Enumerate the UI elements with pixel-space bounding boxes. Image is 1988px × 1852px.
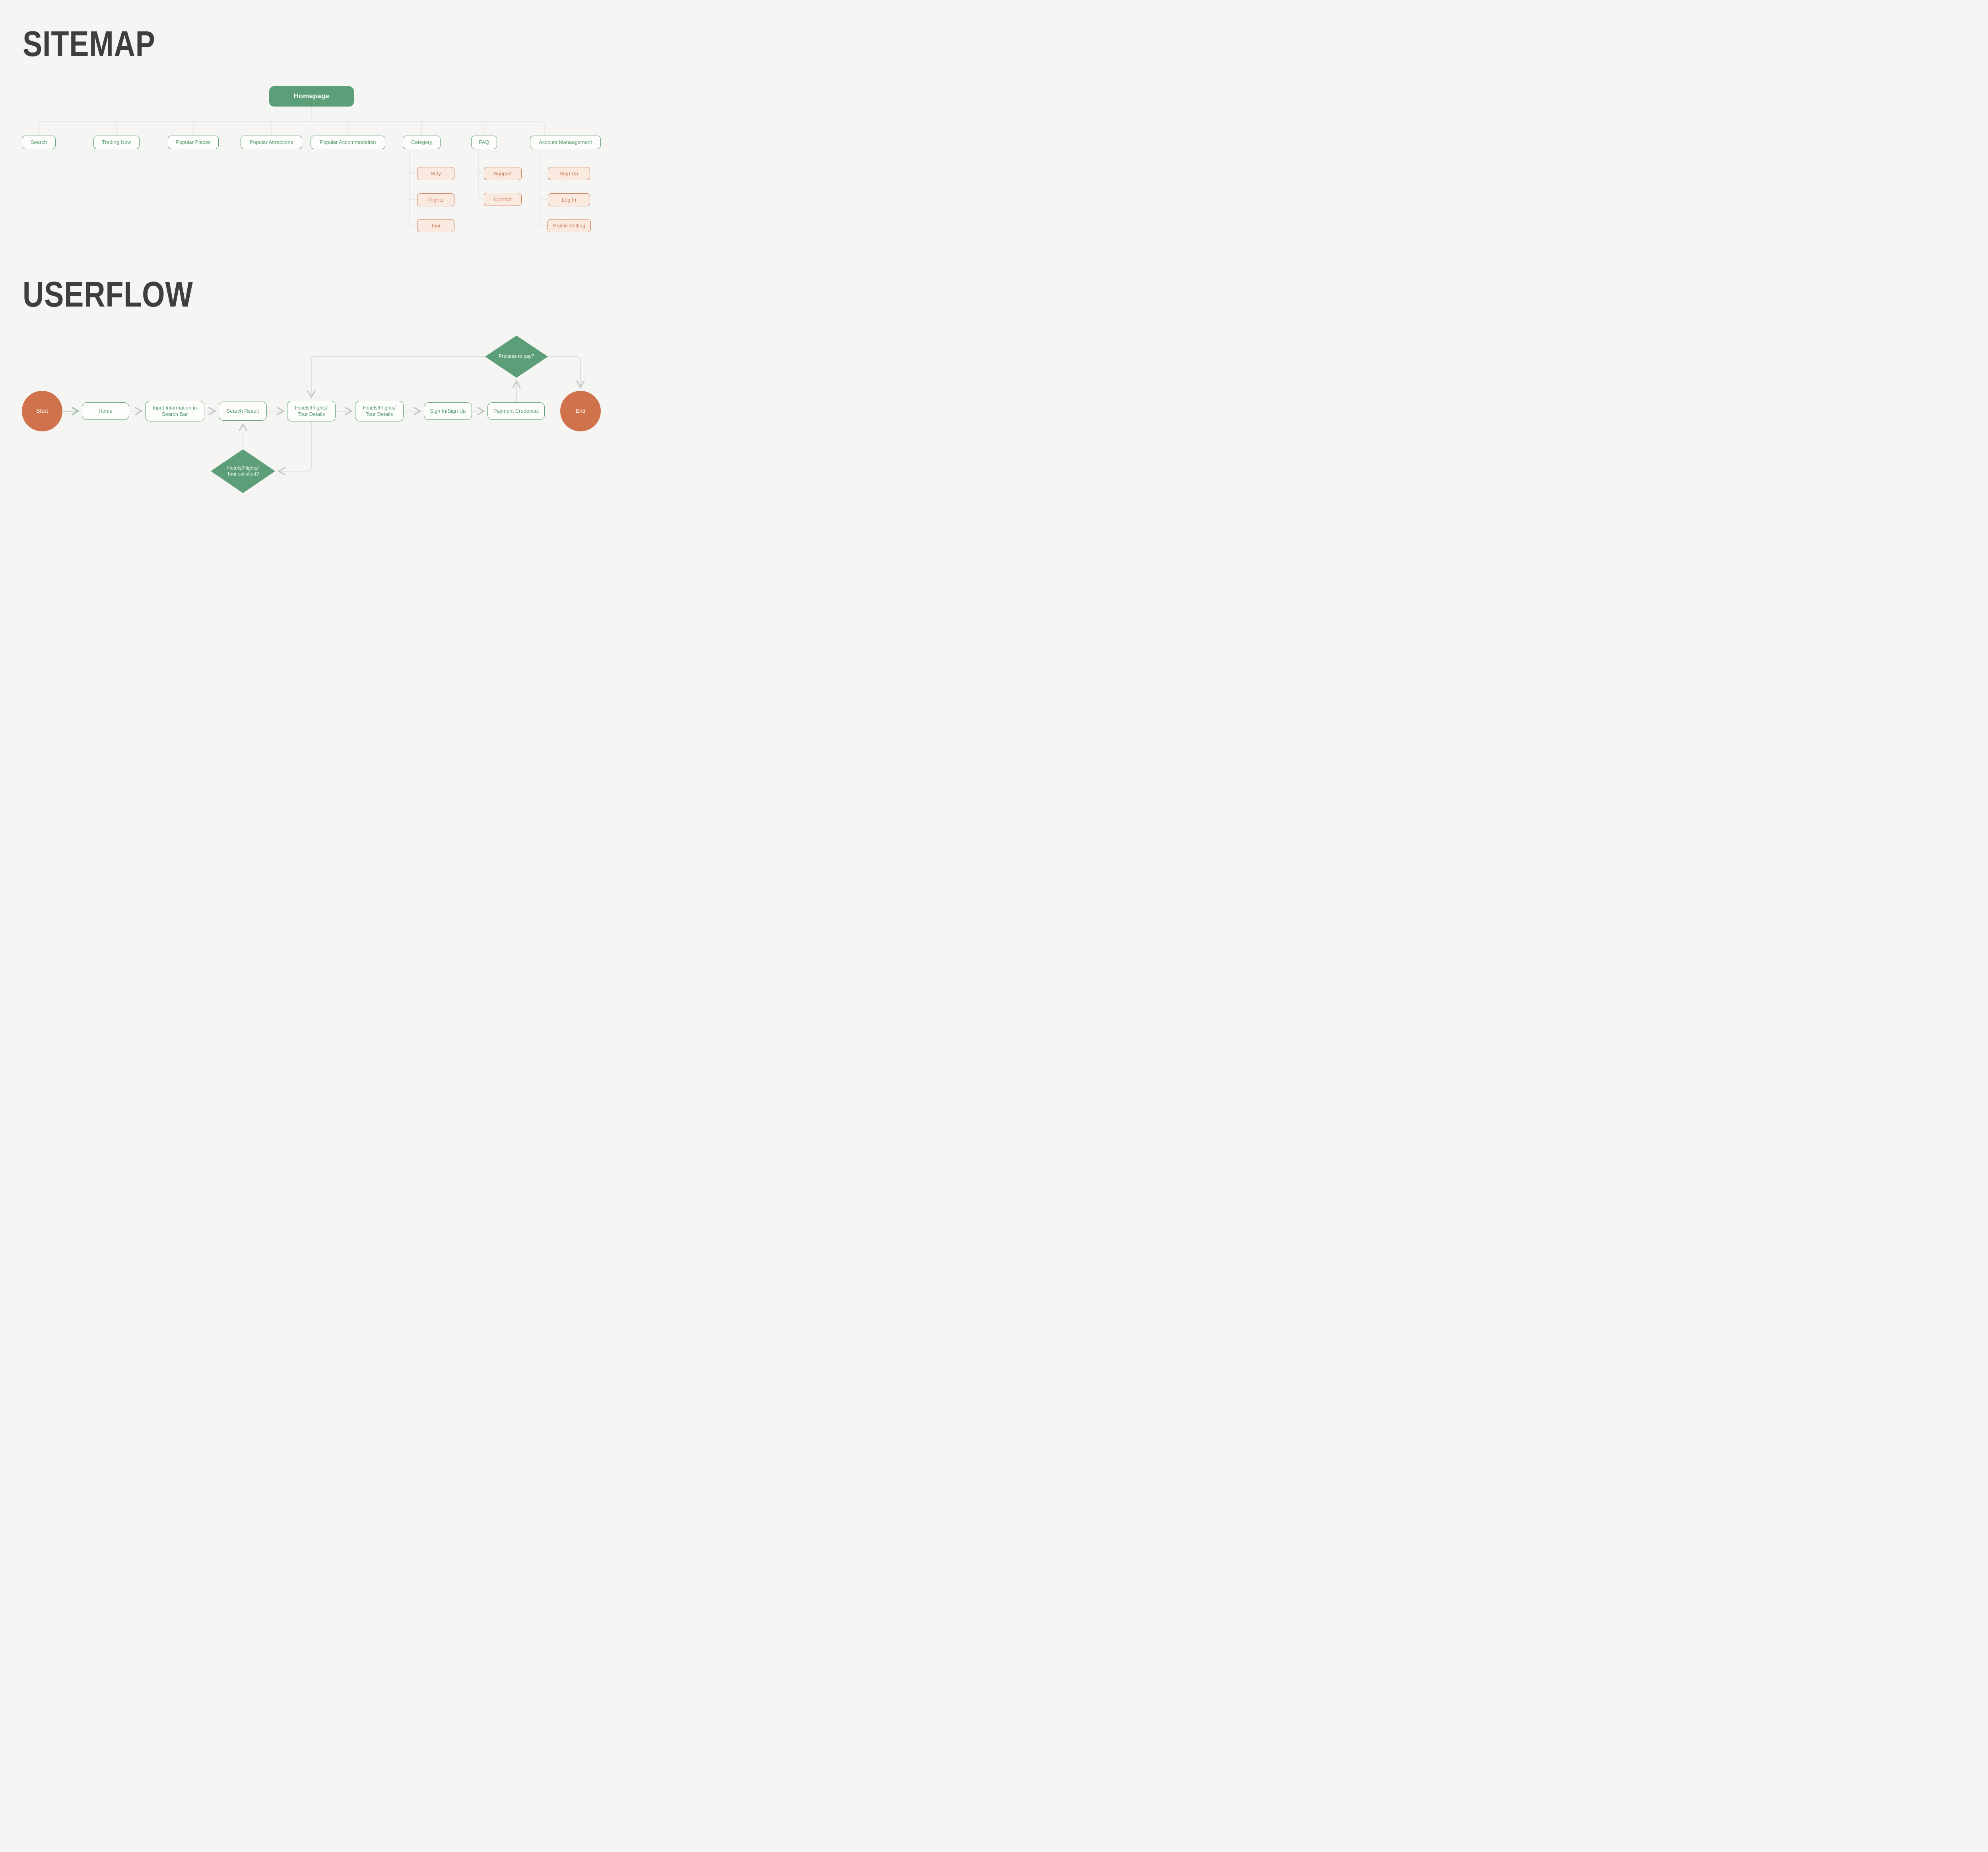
sitemap-node-popular-attractions: Popular Attractions <box>241 136 302 149</box>
userflow-node-home: Home <box>82 402 129 420</box>
sitemap-node-tour: Tour <box>417 219 454 232</box>
userflow-node-payment-credential: Payment Credential <box>487 402 545 420</box>
sitemap-node-sign-up: Sign Up <box>548 167 590 180</box>
sitemap-node-stay: Stay <box>417 167 454 180</box>
userflow-title: USERFLOW <box>23 275 193 314</box>
userflow-node-search-result: Search Result <box>219 402 267 421</box>
sitemap-node-flights: Flights <box>417 193 454 206</box>
sitemap-node-popular-places: Popular Places <box>168 136 219 149</box>
sitemap-title: SITEMAP <box>23 24 155 64</box>
sitemap-node-support: Support <box>484 167 522 180</box>
sitemap-node-contact: Contact <box>484 193 522 206</box>
userflow-node-input-information: Input Information in Search Bar <box>145 401 204 421</box>
sitemap-node-homepage: Homepage <box>269 86 354 107</box>
canvas: SITEMAP Homepage Search Treding Now Popu… <box>0 0 623 518</box>
connector-lines <box>38 107 585 476</box>
userflow-start-node: Start <box>22 391 62 431</box>
sitemap-node-search: Search <box>22 136 56 149</box>
userflow-node-sign-in-sign-up: Sign In/Sign Up <box>424 402 472 420</box>
sitemap-node-popular-accommodation: Popular Accommodation <box>311 136 385 149</box>
userflow-node-details-1: Hotels/Flights/ Tour Details <box>287 401 336 421</box>
sitemap-node-faq: FAQ <box>471 136 497 149</box>
userflow-node-details-2: Hotels/Flights/ Tour Details <box>355 401 404 421</box>
userflow-end-node: End <box>560 391 601 431</box>
sitemap-node-trending-now: Treding Now <box>93 136 140 149</box>
sitemap-node-account-management: Account Manaagement <box>530 136 601 149</box>
sitemap-node-log-in: Log In <box>548 193 590 206</box>
sitemap-node-profile-setting: Profile Setting <box>547 219 591 232</box>
sitemap-node-category: Category <box>403 136 441 149</box>
